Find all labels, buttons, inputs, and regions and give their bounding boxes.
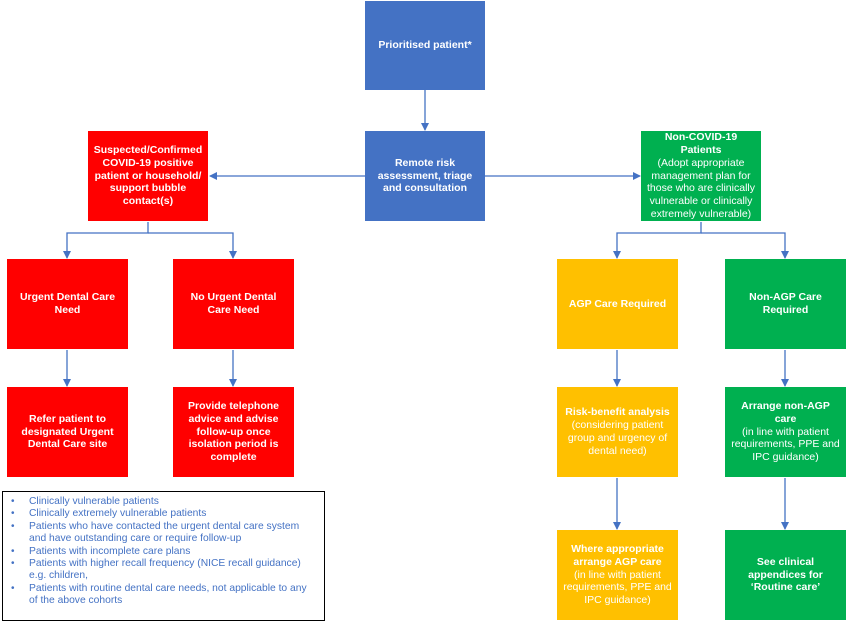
branch-covid-right xyxy=(148,232,237,259)
non-covid-detail: (Adopt appropriate management plan for t… xyxy=(647,156,755,220)
patient-cohort-list: Clinically vulnerable patients Clinicall… xyxy=(9,496,318,608)
non-covid-title: Non-COVID-19 Patients xyxy=(664,131,738,157)
legend-item: Clinically vulnerable patients xyxy=(9,496,318,509)
routine-care-title: See clinical appendices for ‘Routine car… xyxy=(748,555,823,594)
non-agp-care-title: Non-AGP Care Required xyxy=(749,291,822,316)
patient-cohort-legend: Clinically vulnerable patients Clinicall… xyxy=(2,491,325,621)
legend-item: Patients with higher recall frequency (N… xyxy=(9,558,318,583)
branch-noncovid xyxy=(613,222,702,259)
legend-item: Patients with incomplete care plans xyxy=(9,546,318,559)
remote-assessment-box: Remote risk assessment, triage and consu… xyxy=(365,131,485,221)
covid-positive-title: Suspected/Confirmed COVID-19 positive pa… xyxy=(93,144,203,208)
arrange-non-agp-box: Arrange non-AGP care (in line with patie… xyxy=(725,387,846,477)
legend-item: Clinically extremely vulnerable patients xyxy=(9,508,318,521)
legend-item: Patients who have contacted the urgent d… xyxy=(9,521,318,546)
risk-benefit-title: Risk-benefit analysis xyxy=(565,406,670,419)
prioritised-patient-title: Prioritised patient* xyxy=(378,39,472,52)
arrange-non-agp-title: Arrange non-AGP care xyxy=(741,400,830,425)
telephone-advice-box: Provide telephone advice and advise foll… xyxy=(173,387,294,477)
no-urgent-care-need-title: No Urgent Dental Care Need xyxy=(190,291,277,316)
branch-covid xyxy=(63,222,149,259)
risk-benefit-detail: (considering patient group and urgency o… xyxy=(567,419,668,457)
arrange-agp-title: Where appropriate arrange AGP care xyxy=(571,543,664,568)
arrange-non-agp-detail: (in line with patient requirements, PPE … xyxy=(731,425,840,464)
telephone-advice-title: Provide telephone advice and advise foll… xyxy=(187,400,280,464)
risk-benefit-box: Risk-benefit analysis (considering patie… xyxy=(557,387,678,477)
no-urgent-care-need-box: No Urgent Dental Care Need xyxy=(173,259,294,349)
branch-noncovid-right xyxy=(701,232,789,259)
agp-care-box: AGP Care Required xyxy=(557,259,678,349)
covid-positive-box: Suspected/Confirmed COVID-19 positive pa… xyxy=(88,131,208,221)
prioritised-patient-box: Prioritised patient* xyxy=(365,1,485,90)
urgent-care-need-title: Urgent Dental Care Need xyxy=(19,291,116,316)
agp-care-title: AGP Care Required xyxy=(568,297,667,310)
arrange-agp-box: Where appropriate arrange AGP care (in l… xyxy=(557,530,678,620)
non-covid-box: Non-COVID-19 Patients (Adopt appropriate… xyxy=(641,131,761,221)
non-agp-care-box: Non-AGP Care Required xyxy=(725,259,846,349)
legend-item: Patients with routine dental care needs,… xyxy=(9,583,318,608)
arrange-agp-detail: (in line with patient requirements, PPE … xyxy=(563,568,672,607)
routine-care-box: See clinical appendices for ‘Routine car… xyxy=(725,530,846,620)
urgent-care-need-box: Urgent Dental Care Need xyxy=(7,259,128,349)
refer-patient-box: Refer patient to designated Urgent Denta… xyxy=(7,387,128,477)
remote-assessment-title: Remote risk assessment, triage and consu… xyxy=(377,156,473,195)
refer-patient-title: Refer patient to designated Urgent Denta… xyxy=(21,412,114,451)
